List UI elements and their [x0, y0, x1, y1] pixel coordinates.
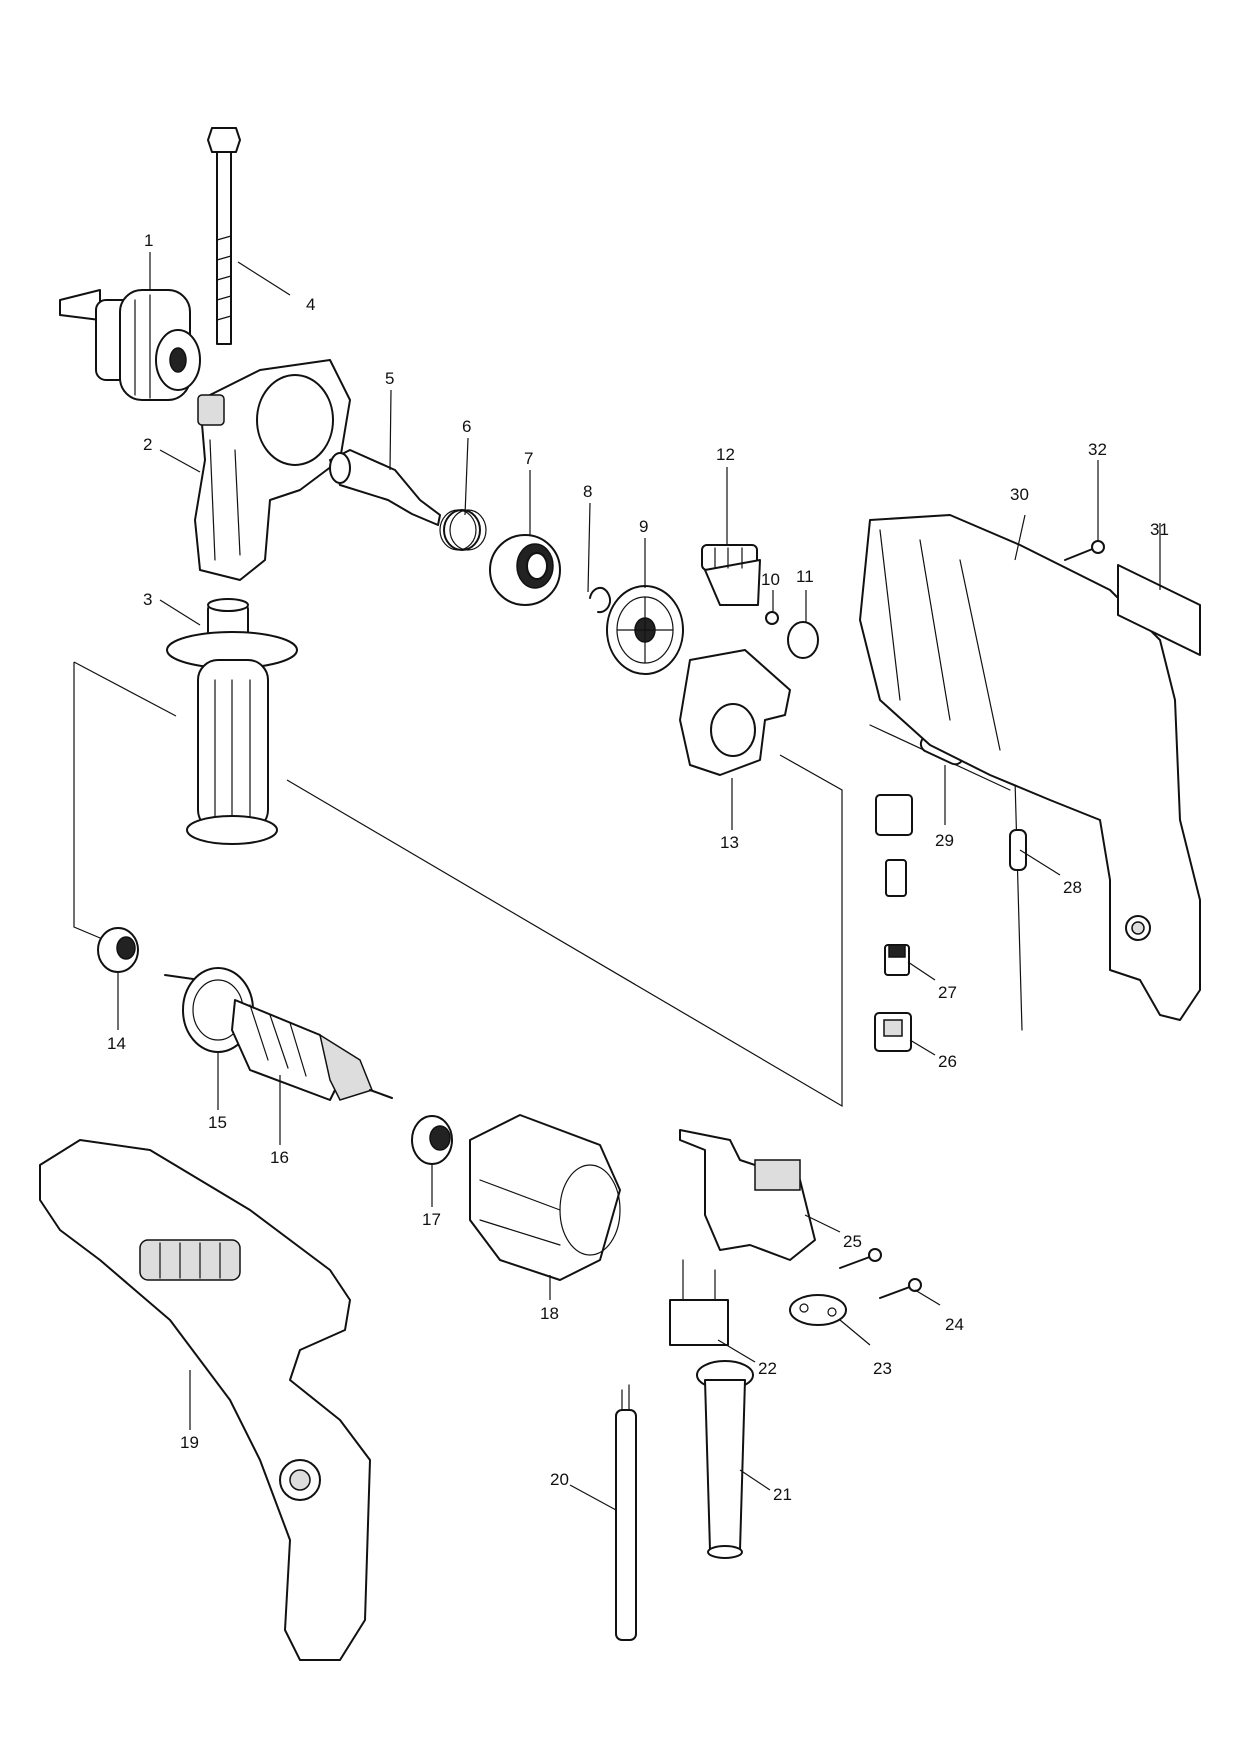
callout-18: 18 [540, 1304, 559, 1323]
callout-3: 3 [143, 590, 152, 609]
callout-2: 2 [143, 435, 152, 454]
callout-10: 10 [761, 570, 780, 589]
callout-16: 16 [270, 1148, 289, 1167]
assembly-guide-line [73, 662, 113, 944]
part-12-change-lever [701, 544, 761, 606]
leader-lines [117, 252, 1161, 1511]
part-11-cap [787, 621, 819, 659]
callout-14: 14 [107, 1034, 126, 1053]
assembly-guide-line [286, 754, 843, 1108]
part-2-grip-base [194, 359, 351, 581]
part-22-capacitor [669, 1259, 729, 1346]
callout-labels: 1 4 2 3 5 6 7 8 9 12 10 11 13 14 15 16 1… [107, 231, 1169, 1504]
part-19-assembled-drill [39, 1139, 371, 1661]
callout-28: 28 [1063, 878, 1082, 897]
part-3-side-handle [166, 598, 298, 845]
part-21-strain-relief [696, 1360, 754, 1559]
part-13-housing-plate [679, 649, 791, 776]
part-28-noise-suppressor [1009, 779, 1027, 1031]
part-8-retaining-ring [589, 587, 611, 614]
callout-29: 29 [935, 831, 954, 850]
callout-19: 19 [180, 1433, 199, 1452]
part-1-drill-chuck [59, 289, 201, 401]
callout-7: 7 [524, 449, 533, 468]
part-32-tapping-screw [1064, 540, 1105, 561]
part-15-16-armature [164, 967, 393, 1101]
part-23-cord-clamp [789, 1294, 847, 1326]
part-10-steel-ball [765, 611, 779, 625]
part-9-gear [606, 585, 684, 675]
part-25-switch [679, 1129, 816, 1261]
callout-25: 25 [843, 1232, 862, 1251]
callout-13: 13 [720, 833, 739, 852]
part-31-name-plate [1117, 564, 1201, 656]
callout-17: 17 [422, 1210, 441, 1229]
callout-24: 24 [945, 1315, 964, 1334]
callout-1: 1 [144, 231, 153, 250]
callout-21: 21 [773, 1485, 792, 1504]
callout-15: 15 [208, 1113, 227, 1132]
callout-31: 31 [1150, 520, 1169, 539]
callout-27: 27 [938, 983, 957, 1002]
callout-22: 22 [758, 1359, 777, 1378]
callout-32: 32 [1088, 440, 1107, 459]
part-27-carbon-brush [884, 944, 910, 976]
part-26-brush-holder [874, 1012, 912, 1052]
callout-4: 4 [306, 295, 315, 314]
callout-11: 11 [796, 567, 814, 586]
callout-9: 9 [639, 517, 648, 536]
part-7-ball-bearing [489, 534, 561, 606]
callout-12: 12 [716, 445, 735, 464]
callout-20: 20 [550, 1470, 569, 1489]
part-6-spring [439, 509, 487, 551]
callout-5: 5 [385, 369, 394, 388]
part-14-bearing [97, 927, 139, 973]
part-24-screws [839, 1248, 922, 1299]
part-20-cord [615, 1384, 637, 1641]
callout-30: 30 [1010, 485, 1029, 504]
part-5-spindle [329, 449, 441, 526]
part-17-bearing [411, 1115, 453, 1165]
callout-23: 23 [873, 1359, 892, 1378]
callout-26: 26 [938, 1052, 957, 1071]
part-4-bolt [207, 127, 241, 345]
assembly-guide-line [73, 661, 177, 717]
part-18-field [469, 1114, 621, 1281]
callout-8: 8 [583, 482, 592, 501]
callout-6: 6 [462, 417, 471, 436]
part-brush-holder-upper [875, 794, 913, 897]
